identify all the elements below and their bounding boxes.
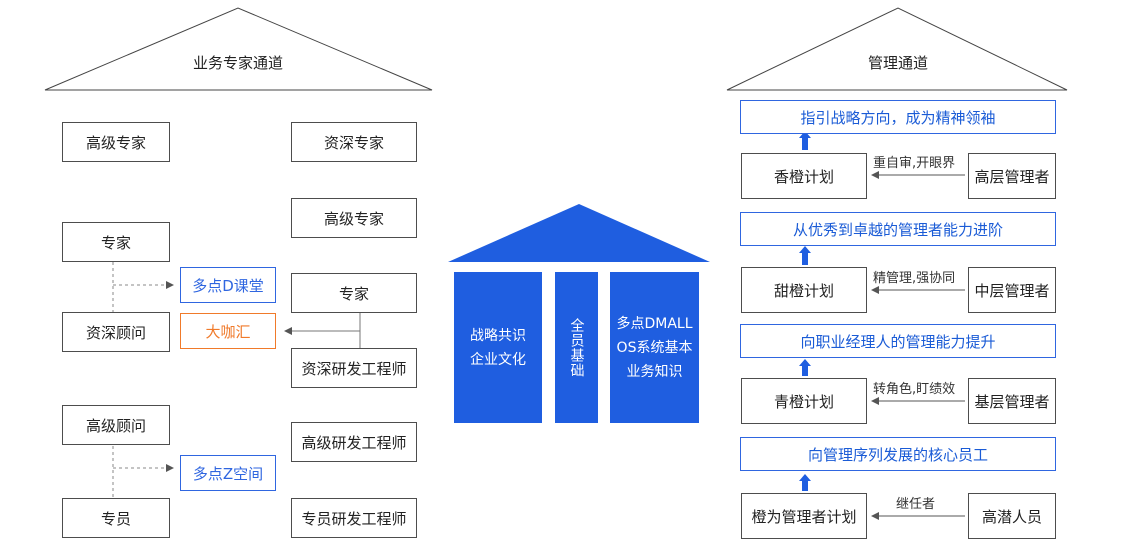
- box-level-high-potential: 高潜人员: [968, 493, 1056, 539]
- pillar-3-line-1: 多点DMALL: [616, 315, 693, 332]
- pillar-strategy-culture: 战略共识 企业文化: [454, 272, 542, 423]
- box-expert: 专家: [62, 222, 170, 262]
- box-plan-chengwei: 橙为管理者计划: [741, 493, 867, 539]
- box-expert-2: 专家: [291, 273, 417, 313]
- banner-professional-manager: 向职业经理人的管理能力提升: [740, 324, 1056, 358]
- note-l4: 继任者: [896, 497, 936, 512]
- pillar-3-line-3: 业务知识: [626, 363, 683, 380]
- box-dakahui: 大咖汇: [180, 313, 276, 349]
- box-level-junior-mgr: 基层管理者: [968, 378, 1056, 424]
- pillar-all-staff-foundation: 全员基础: [555, 272, 598, 423]
- banner-core-staff: 向管理序列发展的核心员工: [740, 437, 1056, 471]
- up-arrow-3: [799, 359, 811, 376]
- banner-excellence: 从优秀到卓越的管理者能力进阶: [740, 212, 1056, 246]
- box-plan-tiancheng: 甜橙计划: [741, 267, 867, 313]
- box-plan-xiangcheng: 香橙计划: [741, 153, 867, 199]
- box-senior-rd-engineer: 资深研发工程师: [291, 348, 417, 388]
- box-z-space: 多点Z空间: [180, 455, 276, 491]
- box-senior-expert: 高级专家: [62, 122, 170, 162]
- right-title: 管理通道: [867, 54, 928, 72]
- pillar-2-text: 全员基础: [568, 317, 585, 378]
- up-arrow-2: [799, 246, 811, 265]
- note-l3: 转角色,盯绩效: [873, 382, 956, 397]
- box-senior-expert-2: 高级专家: [291, 198, 417, 238]
- right-roof: [726, 7, 1068, 91]
- pillar-3-line-2: OS系统基本: [616, 339, 693, 356]
- box-specialist: 专员: [62, 498, 170, 538]
- pillar-1-line-1: 战略共识: [470, 327, 526, 344]
- center-roof: [448, 204, 710, 262]
- box-chief-expert: 资深专家: [291, 122, 417, 162]
- box-level-middle-mgr: 中层管理者: [968, 267, 1056, 313]
- note-l2: 精管理,强协同: [873, 271, 956, 286]
- box-high-consultant: 高级顾问: [62, 405, 170, 445]
- up-arrow-4: [799, 474, 811, 491]
- left-title: 业务专家通道: [192, 54, 283, 72]
- banner-strategic-leader: 指引战略方向，成为精神领袖: [740, 100, 1056, 134]
- box-d-class: 多点D课堂: [180, 267, 276, 303]
- note-l1: 重自审,开眼界: [873, 156, 956, 171]
- pillar-1-line-2: 企业文化: [470, 351, 526, 368]
- box-level-senior-mgr: 高层管理者: [968, 153, 1056, 199]
- pillar-dmall-os-knowledge: 多点DMALL OS系统基本 业务知识: [610, 272, 699, 423]
- left-roof: [44, 7, 433, 91]
- box-plan-qingcheng: 青橙计划: [741, 378, 867, 424]
- box-high-rd-engineer: 高级研发工程师: [291, 422, 417, 462]
- box-specialist-rd-engineer: 专员研发工程师: [291, 498, 417, 538]
- box-senior-consultant: 资深顾问: [62, 312, 170, 352]
